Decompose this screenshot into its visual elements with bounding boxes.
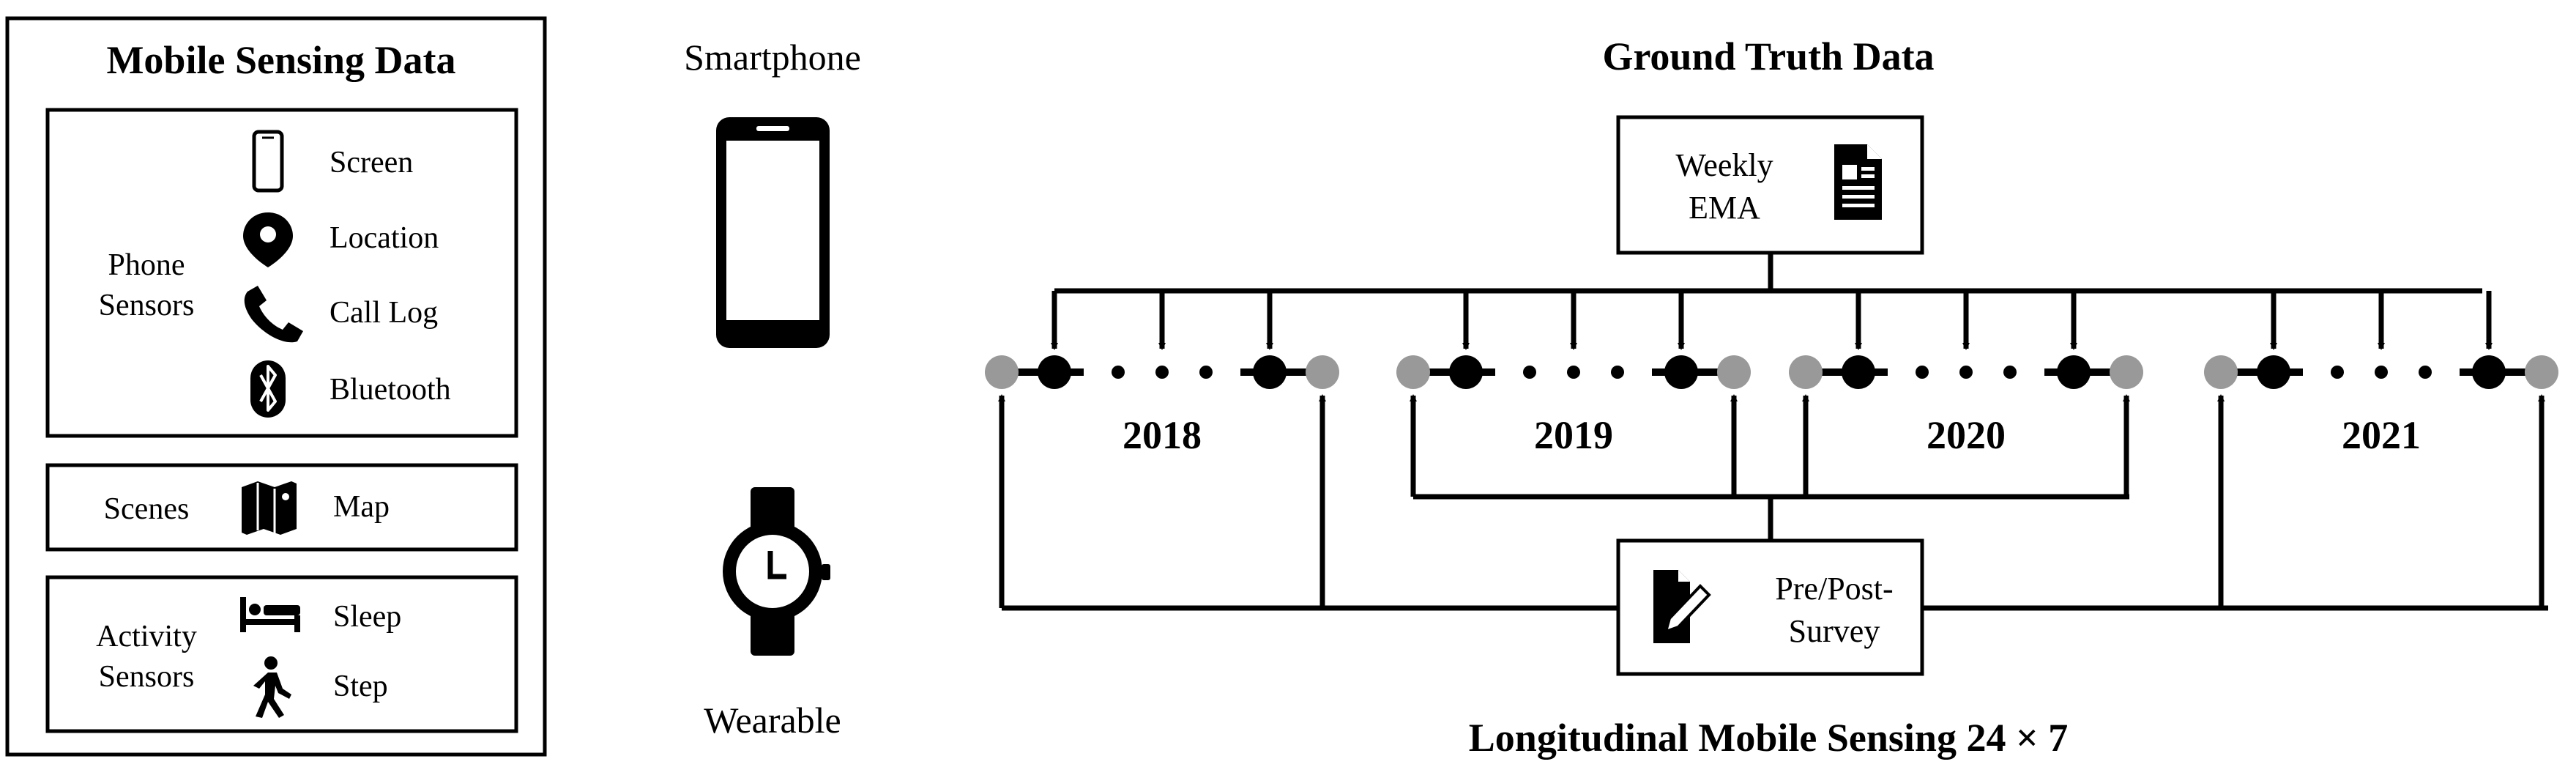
- wearable-watch-icon: [723, 487, 830, 656]
- ellipsis-dot: [2375, 366, 2388, 379]
- survey-node: [1789, 355, 1823, 389]
- activity-sensors-box: [45, 575, 518, 733]
- scenes-group: Scenes Map: [45, 463, 518, 552]
- ema-label-line-2: EMA: [1689, 190, 1760, 226]
- scenes-box: [45, 463, 518, 552]
- smartphone-label: Smartphone: [684, 37, 861, 78]
- panel-title: Mobile Sensing Data: [106, 38, 455, 82]
- ellipsis-dot: [1916, 366, 1929, 379]
- ema-node: [1664, 355, 1698, 389]
- pre-post-survey-box: Pre/Post- Survey: [1616, 538, 1924, 676]
- panel-frame: [5, 16, 547, 757]
- walking-person-icon: [253, 656, 291, 718]
- scenes-label: Scenes: [104, 492, 190, 526]
- sensor-label-call-log: Call Log: [330, 296, 438, 330]
- ema-label-line-1: Weekly: [1675, 147, 1773, 183]
- phone-sensors-box: [45, 108, 518, 438]
- sensor-label-bluetooth: Bluetooth: [330, 373, 451, 407]
- location-pin-icon: [243, 212, 293, 267]
- survey-connectors: [1002, 494, 2548, 611]
- ema-node: [2057, 355, 2091, 389]
- phone-sensors-label-2: Sensors: [99, 289, 195, 322]
- sensor-label-screen: Screen: [330, 146, 413, 179]
- scene-label-map: Map: [333, 490, 390, 524]
- survey-node: [1396, 355, 1430, 389]
- survey-node: [1717, 355, 1751, 389]
- footer-caption: Longitudinal Mobile Sensing 24 × 7: [1469, 716, 2068, 760]
- wearable-label: Wearable: [704, 700, 841, 741]
- ellipsis-dot: [1199, 366, 1213, 379]
- activity-sensors-label-1: Activity: [96, 620, 197, 653]
- ground-truth-title: Ground Truth Data: [1602, 34, 1934, 78]
- year-label: 2018: [1123, 413, 1202, 457]
- ema-node: [1449, 355, 1483, 389]
- sensor-label-location: Location: [330, 221, 439, 255]
- phone-sensors-label-1: Phone: [108, 248, 185, 282]
- bluetooth-icon: [250, 360, 286, 418]
- mobile-sensing-panel: Mobile Sensing Data Phone Sensors Screen…: [5, 16, 547, 757]
- survey-node: [2525, 355, 2558, 389]
- smartphone-device-icon: [716, 117, 830, 348]
- ellipsis-dot: [1959, 366, 1973, 379]
- survey-node: [985, 355, 1019, 389]
- ema-node: [1253, 355, 1287, 389]
- ema-node: [1038, 355, 1071, 389]
- timeline-2018: 2018: [985, 355, 1339, 457]
- weekly-ema-box: Weekly EMA: [1616, 115, 1924, 255]
- year-label: 2019: [1534, 413, 1613, 457]
- document-icon: [1834, 144, 1882, 220]
- activity-label-step: Step: [333, 670, 388, 703]
- ellipsis-dot: [1523, 366, 1536, 379]
- ellipsis-dot: [1567, 366, 1580, 379]
- survey-node: [2204, 355, 2238, 389]
- survey-label-line-1: Pre/Post-: [1775, 571, 1893, 607]
- ema-node: [2257, 355, 2290, 389]
- ellipsis-dot: [2331, 366, 2344, 379]
- survey-node: [1306, 355, 1339, 389]
- ema-connectors: [1054, 253, 2482, 294]
- year-label: 2021: [2342, 413, 2421, 457]
- ellipsis-dot: [2003, 366, 2017, 379]
- ellipsis-dot: [1155, 366, 1169, 379]
- ema-node: [2472, 355, 2506, 389]
- survey-label-line-2: Survey: [1789, 613, 1880, 649]
- activity-label-sleep: Sleep: [333, 600, 401, 634]
- edit-document-icon: [1653, 570, 1711, 643]
- survey-arrows: [998, 394, 2545, 608]
- devices-column: Smartphone Wearable: [684, 37, 861, 741]
- bed-icon: [240, 597, 300, 632]
- ellipsis-dot: [2419, 366, 2432, 379]
- activity-sensors-label-2: Sensors: [99, 660, 195, 694]
- activity-sensors-group: Activity Sensors Sleep Step: [45, 575, 518, 733]
- ellipsis-dot: [1611, 366, 1624, 379]
- phone-sensors-group: Phone Sensors Screen Location Call Log: [45, 108, 518, 438]
- map-icon: [242, 481, 297, 535]
- smartphone-icon: [252, 130, 284, 193]
- timeline-2021: 2021: [2204, 355, 2558, 457]
- ema-arrows: [1051, 291, 2493, 350]
- timeline-2020: 2020: [1789, 355, 2143, 457]
- phone-handset-icon: [244, 286, 303, 343]
- timeline-group: 2018 2019 2020 2021: [985, 355, 2558, 457]
- timeline-2019: 2019: [1396, 355, 1751, 457]
- year-label: 2020: [1927, 413, 2006, 457]
- ellipsis-dot: [1112, 366, 1125, 379]
- ema-node: [1842, 355, 1875, 389]
- survey-node: [2110, 355, 2143, 389]
